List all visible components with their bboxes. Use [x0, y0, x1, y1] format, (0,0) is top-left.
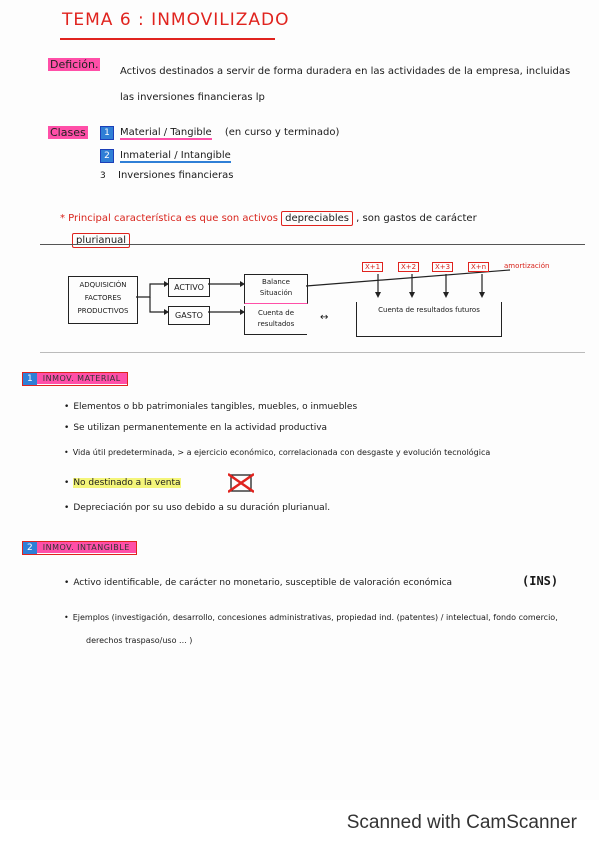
definicion-label: Defición.: [48, 58, 101, 71]
sec1-bullet-4: No destinado a la venta: [64, 478, 181, 488]
balance-box: Balance Situación: [244, 274, 308, 304]
definicion-line-2: las inversiones financieras lp: [120, 92, 265, 103]
cuenta-futuros-box: Cuenta de resultados futuros: [356, 302, 502, 337]
arrow-to-gasto: [149, 297, 164, 313]
year-label-1: X+1: [362, 262, 384, 272]
year-label-4: X+n: [468, 262, 490, 272]
arrow-to-activo: [136, 283, 164, 298]
divider-line-2: [40, 352, 585, 353]
sec2-bullet-2: Ejemplos (investigación, desarrollo, con…: [64, 613, 558, 622]
clases-label: Clases: [48, 126, 88, 139]
definicion-line-1: Activos destinados a servir de forma dur…: [120, 66, 571, 77]
title-underline: [60, 38, 275, 40]
sec1-bullet-1: Elementos o bb patrimoniales tangibles, …: [64, 402, 357, 412]
gasto-box: GASTO: [168, 306, 210, 325]
plurianual-box: plurianual: [72, 233, 131, 248]
year-label-3: X+3: [432, 262, 454, 272]
amortizacion-label: amortización: [504, 262, 550, 270]
sec2-bullet-1: Activo identificable, de carácter no mon…: [64, 578, 452, 588]
activo-box: ACTIVO: [168, 278, 210, 297]
amortization-diagram: ADQUISICIÓN FACTORES PRODUCTIVOS ACTIVO …: [60, 262, 580, 342]
sec1-bullet-5: Depreciación por su uso debido a su dura…: [64, 503, 330, 513]
cuenta-resultados-box: Cuenta de resultados: [244, 306, 307, 335]
adquisicion-box: ADQUISICIÓN FACTORES PRODUCTIVOS: [68, 276, 138, 324]
scanned-page: TEMA 6 : INMOVILIZADO Defición. Activos …: [0, 0, 599, 800]
camscanner-watermark: Scanned with CamScanner: [346, 812, 577, 833]
footer: [0, 800, 599, 848]
diagram-arrows: [136, 269, 511, 315]
page-title: TEMA 6 : INMOVILIZADO: [62, 10, 290, 30]
divider-line: [40, 244, 585, 245]
timeline-arrow: [305, 269, 511, 287]
sec1-bullet-3: Vida útil predeterminada, > a ejercicio …: [64, 448, 491, 457]
year-label-2: X+2: [398, 262, 420, 272]
ins-label: (INS): [522, 574, 559, 588]
sec2-bullet-2-cont: derechos traspaso/uso ... ): [86, 636, 193, 645]
sec1-bullet-2: Se utilizan permanentemente en la activi…: [64, 423, 327, 433]
principal-caracteristica: * Principal característica es que son ac…: [60, 211, 477, 226]
double-arrow-icon: ↔: [320, 312, 329, 323]
crossed-box-icon: [228, 472, 254, 494]
